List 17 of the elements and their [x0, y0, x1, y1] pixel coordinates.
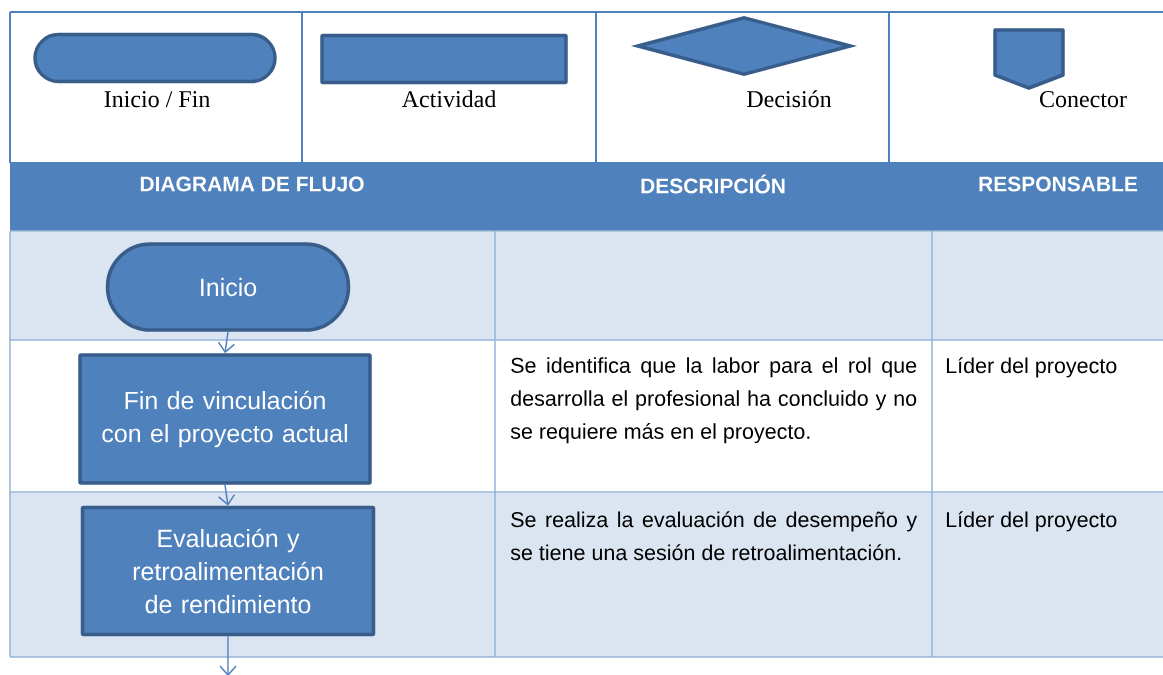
description-text: Se realiza la evaluación de desempeño y se tiene una sesión de retroalimentación.	[510, 511, 918, 561]
process-box: Evaluación y retroalimentación de rendimiento	[80, 505, 376, 637]
arrow	[217, 484, 236, 506]
node-label: Actividad	[401, 90, 497, 108]
responsible-text: Líder del proyecto	[946, 357, 1117, 378]
arrow	[217, 331, 236, 354]
node-label: Inicio / Fin	[104, 91, 210, 108]
column-header: DESCRIPCIÓN	[641, 174, 785, 194]
description-text: Se identifica que la labor para el rol que desarrolla el profesional ha concluido y no se requiere más en el proyecto.	[510, 357, 917, 444]
node-label: Decisión	[747, 90, 832, 108]
node-label: Conector	[1040, 91, 1127, 108]
column-header: DIAGRAMA DE FLUJO	[140, 176, 364, 192]
arrow	[219, 635, 237, 675]
process-box: Actividad	[320, 33, 568, 108]
column-header: RESPONSABLE	[979, 176, 1138, 192]
responsible-text: Líder del proyecto	[946, 511, 1117, 532]
process-box: Fin de vinculación con el proyecto actual	[78, 353, 372, 485]
